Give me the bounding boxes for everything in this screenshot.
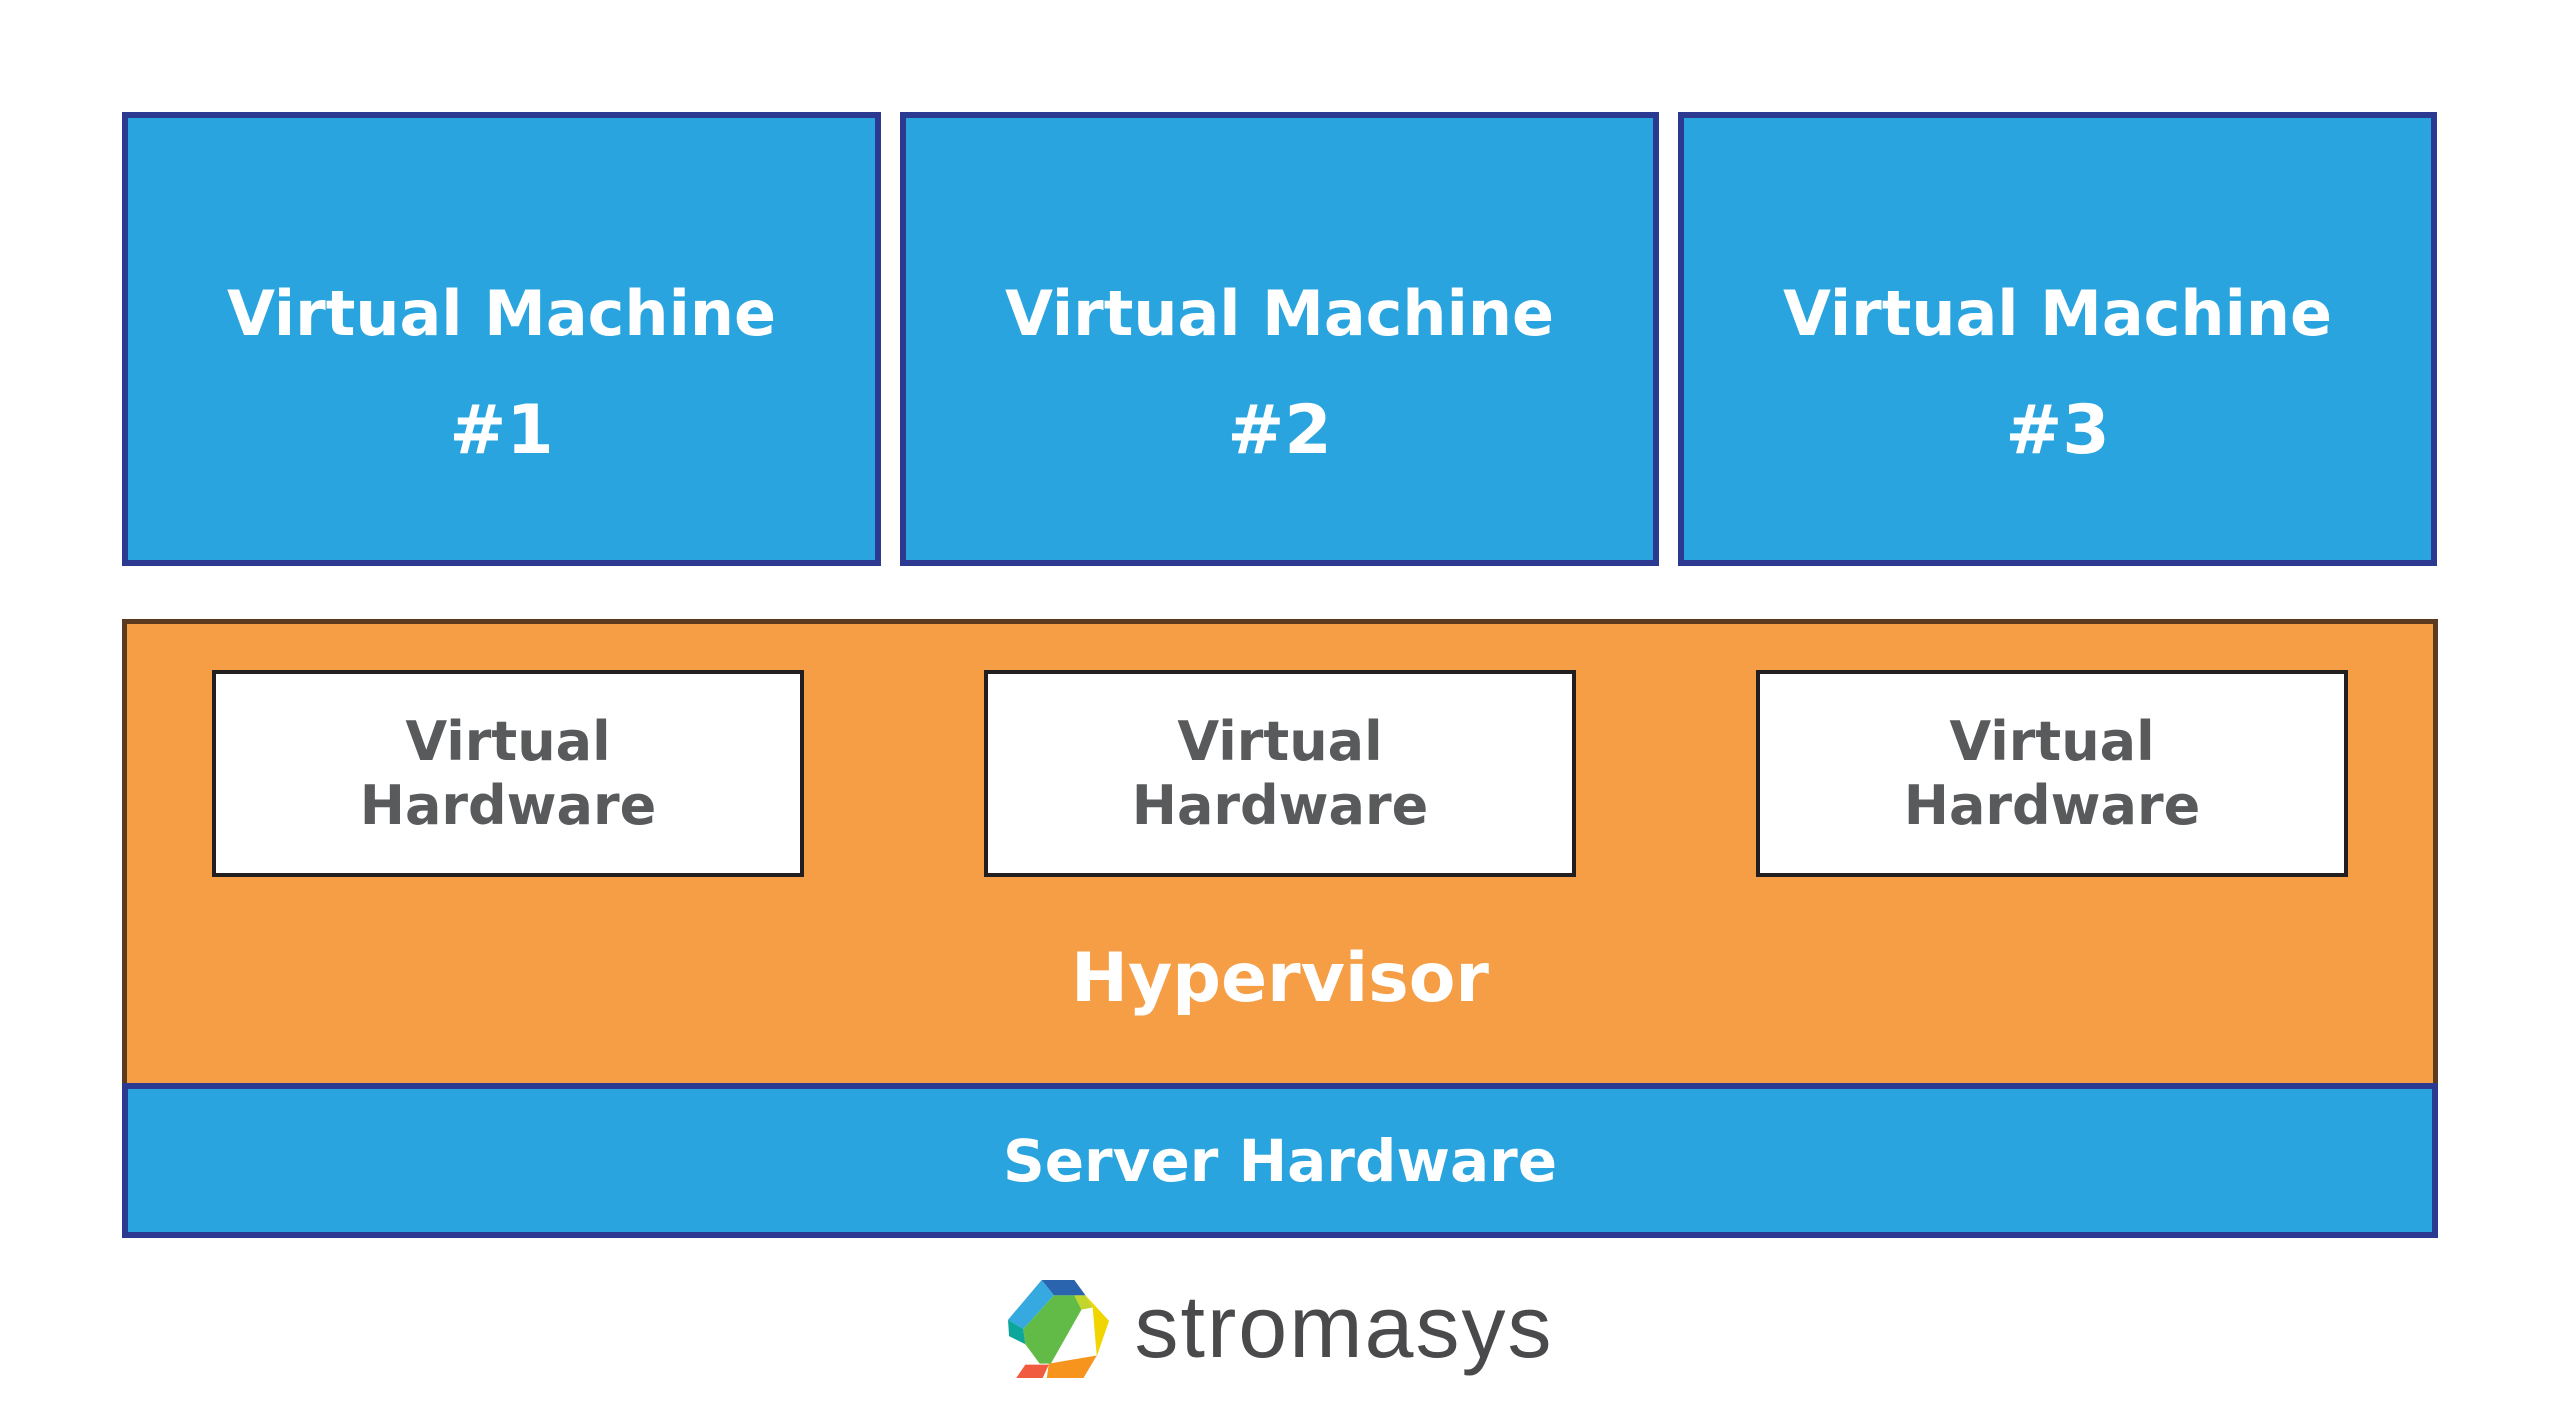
virtual-hardware-box-3: Virtual Hardware xyxy=(1756,670,2348,877)
virtual-hardware-3-line2: Hardware xyxy=(1903,773,2201,837)
server-hardware-bar: Server Hardware xyxy=(122,1083,2438,1238)
vm-box-1: Virtual Machine #1 xyxy=(122,112,881,566)
brand-wordmark: stromasys xyxy=(1134,1277,1554,1376)
virtual-hardware-2-line2: Hardware xyxy=(1131,773,1429,837)
vm-3-label: Virtual Machine xyxy=(1782,277,2333,350)
virtual-hardware-2-line1: Virtual xyxy=(1177,710,1383,774)
stromasys-logo-icon xyxy=(1007,1280,1109,1378)
virtual-hardware-1-line2: Hardware xyxy=(359,773,657,837)
server-hardware-label: Server Hardware xyxy=(1002,1126,1558,1195)
vm-3-number: #3 xyxy=(2005,391,2110,470)
hypervisor-label: Hypervisor xyxy=(1071,939,1489,1018)
brand-footer: stromasys xyxy=(0,1278,2560,1382)
virtual-hardware-box-1: Virtual Hardware xyxy=(212,670,804,877)
vm-2-label: Virtual Machine xyxy=(1004,277,1555,350)
vm-1-label: Virtual Machine xyxy=(226,277,777,350)
vm-1-number: #1 xyxy=(449,391,554,470)
vm-2-number: #2 xyxy=(1227,391,1332,470)
hypervisor-box: Virtual Hardware Virtual Hardware Virtua… xyxy=(122,619,2438,1083)
virtual-hardware-box-2: Virtual Hardware xyxy=(984,670,1576,877)
virtual-hardware-3-line1: Virtual xyxy=(1949,710,2155,774)
vm-box-2: Virtual Machine #2 xyxy=(900,112,1659,566)
vm-box-3: Virtual Machine #3 xyxy=(1678,112,2437,566)
virtual-hardware-1-line1: Virtual xyxy=(405,710,611,774)
